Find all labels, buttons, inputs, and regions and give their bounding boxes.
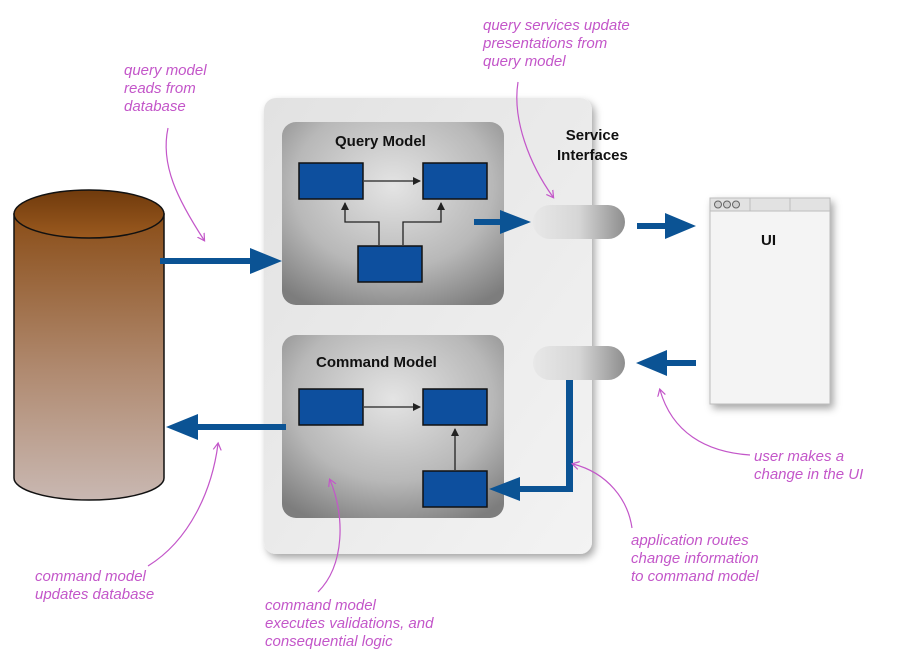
- service-interface-query: [533, 205, 625, 239]
- query-connector-bottom-right: [402, 202, 445, 245]
- service-interface-command: [533, 346, 625, 380]
- service-interfaces-line: Interfaces: [557, 147, 628, 164]
- query-model-title: Query Model: [335, 133, 426, 150]
- query-connector-bottom-left: [341, 202, 380, 245]
- annotation-line: consequential logic: [265, 633, 393, 650]
- command-box-bottom: [422, 470, 488, 508]
- query-box-right: [422, 162, 488, 200]
- annotation-line: query model: [124, 62, 207, 79]
- annotation-app-routes: application routes change information to…: [631, 532, 759, 586]
- annotation-command-executes: command model executes validations, and …: [265, 597, 433, 651]
- query-box-bottom: [357, 245, 423, 283]
- annotation-line: database: [124, 98, 186, 115]
- annotation-command-updates: command model updates database: [35, 568, 154, 604]
- annotation-line: to command model: [631, 568, 759, 585]
- annotation-line: user makes a: [754, 448, 845, 465]
- window-button-icon: [714, 200, 722, 209]
- arrow-query-to-service: [474, 210, 531, 234]
- annotation-line: query services update: [483, 17, 630, 34]
- arrow-db-to-query: [160, 248, 282, 274]
- annotation-line: application routes: [631, 532, 749, 549]
- annotation-line: reads from: [124, 80, 196, 97]
- ui-window: [709, 197, 831, 405]
- arrow-route-to-command: [489, 380, 573, 501]
- annotation-leaders: [147, 81, 751, 593]
- arrow-command-to-db: [166, 414, 286, 440]
- annotation-line: updates database: [35, 586, 155, 603]
- service-interfaces-line: Service: [565, 127, 620, 144]
- arrow-ui-to-service: [636, 350, 696, 376]
- ui-window-label: UI: [761, 232, 776, 249]
- window-button-icon: [723, 200, 731, 209]
- annotation-line: change information: [631, 550, 759, 567]
- database-cylinder: [13, 189, 165, 501]
- annotation-line: change in the UI: [754, 466, 864, 483]
- annotation-line: executes validations, and: [265, 615, 434, 632]
- annotation-query-reads: query model reads from database: [124, 62, 207, 116]
- command-model-title: Command Model: [316, 354, 437, 371]
- flow-arrows: [160, 210, 696, 501]
- annotation-line: presentations from: [483, 35, 608, 52]
- annotation-query-services: query services update presentations from…: [483, 17, 630, 71]
- annotation-line: query model: [483, 53, 566, 70]
- annotation-line: command model: [35, 568, 146, 585]
- query-box-left: [298, 162, 364, 200]
- window-button-icon: [732, 200, 740, 209]
- command-box-right: [422, 388, 488, 426]
- annotation-line: command model: [265, 597, 376, 614]
- service-interfaces-title: Service Interfaces: [557, 126, 628, 166]
- arrow-service-to-ui: [637, 213, 696, 239]
- command-box-left: [298, 388, 364, 426]
- annotation-user-change: user makes a change in the UI: [754, 448, 863, 484]
